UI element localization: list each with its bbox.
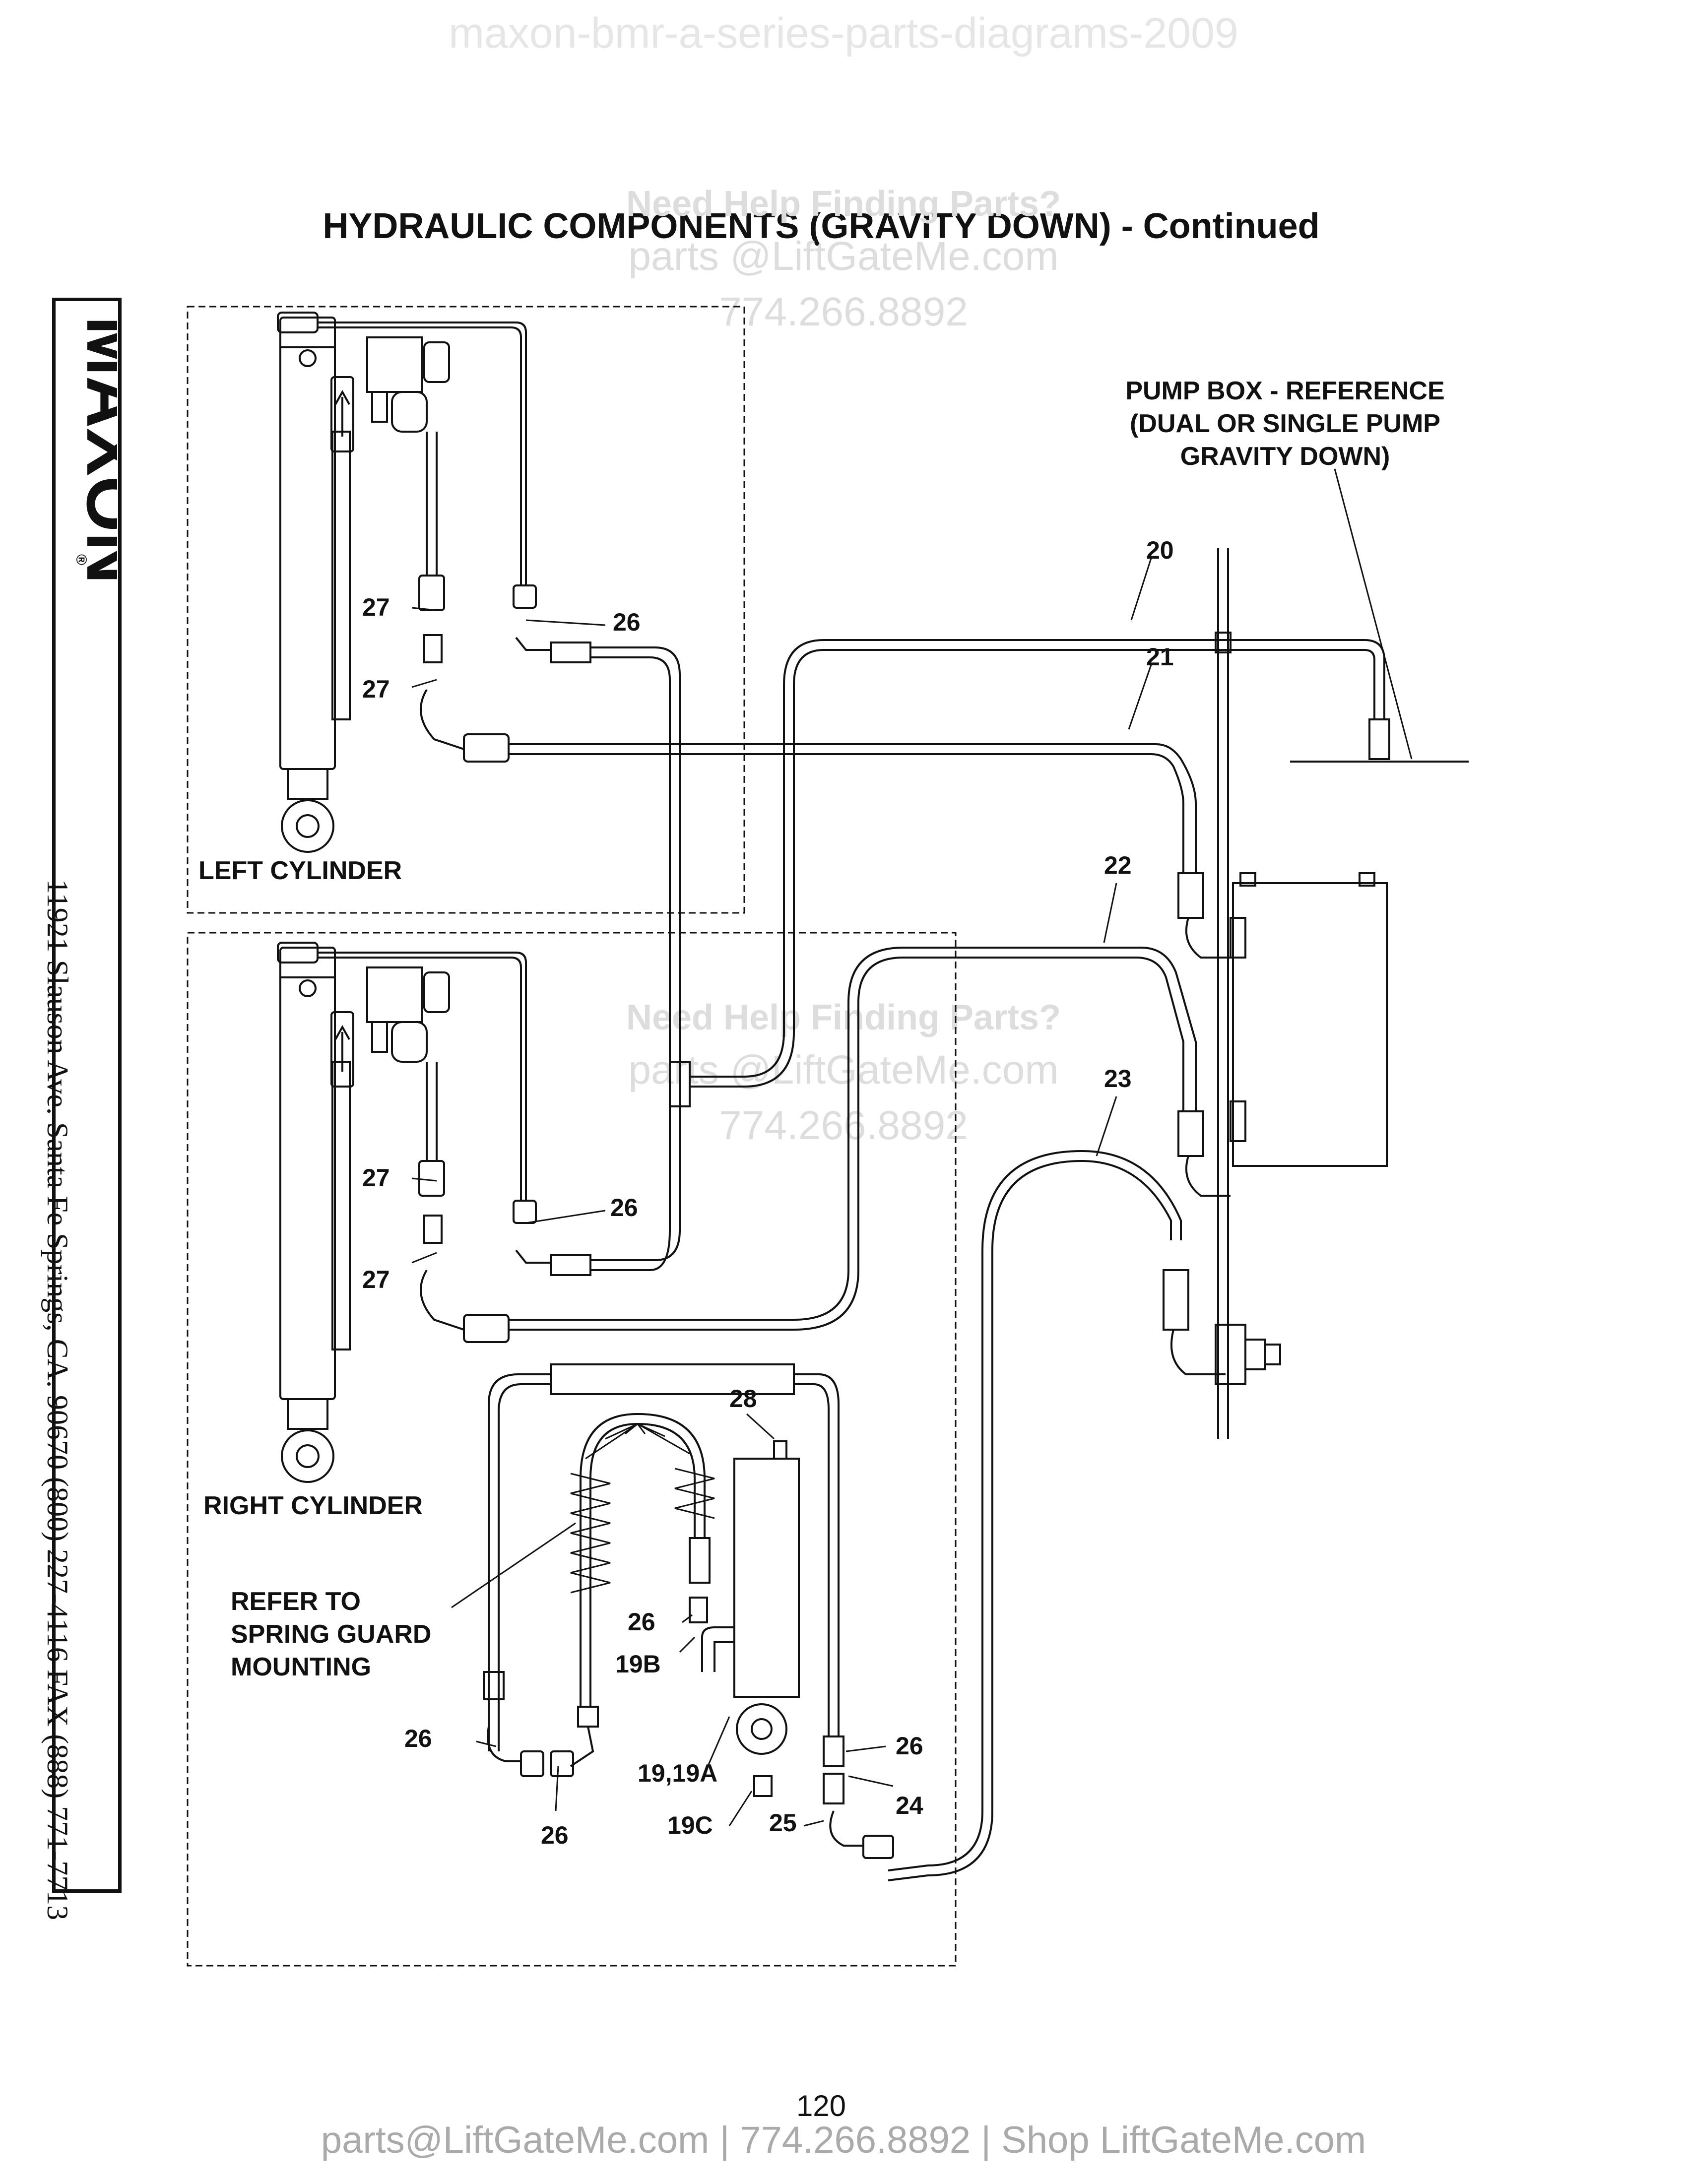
callout-25: 25 <box>769 1809 797 1837</box>
right-cylinder-region <box>187 932 957 1967</box>
callout-26: 26 <box>628 1608 655 1636</box>
leader-lines <box>411 468 1413 1827</box>
callout-27: 27 <box>362 1164 390 1192</box>
reservoir-assembly <box>483 1363 894 1859</box>
callout-27: 27 <box>362 675 390 703</box>
page-number: 120 <box>796 2089 846 2122</box>
callout-26: 26 <box>613 608 641 636</box>
callout-24: 24 <box>896 1792 923 1819</box>
spring-guard-line3: MOUNTING <box>231 1653 372 1681</box>
callout-22: 22 <box>1104 851 1132 879</box>
left-cylinder <box>277 312 1197 1062</box>
callout-19c: 19C <box>667 1811 713 1839</box>
pump-box-label: PUMP BOX - REFERENCE (DUAL OR SINGLE PUM… <box>1097 375 1474 473</box>
company-sidebar: MAXON ® 11921 Slauson Ave. Santa Fe Spri… <box>41 298 122 1920</box>
pump-box-line3: GRAVITY DOWN) <box>1180 442 1390 471</box>
callout-20: 20 <box>1146 536 1174 564</box>
callout-27: 27 <box>362 1266 390 1293</box>
help-phone: 774.266.8892 <box>719 289 968 334</box>
brand-text: MAXON <box>71 316 117 584</box>
footer-contact: parts@LiftGateMe.com | 774.266.8892 | Sh… <box>321 2119 1366 2161</box>
left-cylinder-region <box>187 306 745 914</box>
callout-19-19a: 19,19A <box>638 1759 718 1787</box>
maxon-logo: MAXON <box>71 316 117 584</box>
right-cylinder-label: RIGHT CYLINDER <box>203 1491 423 1520</box>
help-email: parts @LiftGateMe.com <box>628 234 1059 279</box>
callout-26: 26 <box>541 1821 569 1849</box>
spring-guard-line1: REFER TO <box>231 1587 361 1616</box>
callout-21: 21 <box>1146 643 1174 671</box>
callout-26: 26 <box>896 1732 923 1760</box>
pump-box-line1: PUMP BOX - REFERENCE <box>1125 377 1445 405</box>
help-phone: 774.266.8892 <box>719 1103 968 1148</box>
spring-guard-line2: SPRING GUARD <box>231 1620 432 1649</box>
help-heading: Need Help Finding Parts? <box>626 998 1061 1037</box>
callout-23: 23 <box>1104 1065 1132 1092</box>
watermark-title: maxon-bmr-a-series-parts-diagrams-2009 <box>449 9 1238 57</box>
help-heading: Need Help Finding Parts? <box>626 184 1061 224</box>
pump-box <box>888 548 1469 1881</box>
help-watermark-top: Need Help Finding Parts? parts @LiftGate… <box>546 184 1141 335</box>
callout-19b: 19B <box>615 1650 661 1678</box>
page-title: HYDRAULIC COMPONENTS (GRAVITY DOWN) - Co… <box>323 206 1320 246</box>
spring-guard-note: REFER TO SPRING GUARD MOUNTING <box>231 1585 431 1683</box>
help-email: parts @LiftGateMe.com <box>628 1047 1059 1092</box>
callout-28: 28 <box>729 1385 757 1413</box>
right-cylinder <box>277 639 1390 1483</box>
callout-26: 26 <box>610 1194 638 1221</box>
left-cylinder-label: LEFT CYLINDER <box>198 856 402 885</box>
callout-27: 27 <box>362 593 390 621</box>
pump-box-line2: (DUAL OR SINGLE PUMP <box>1130 409 1440 438</box>
help-watermark-middle: Need Help Finding Parts? parts @LiftGate… <box>546 997 1141 1149</box>
callout-26: 26 <box>404 1725 432 1752</box>
